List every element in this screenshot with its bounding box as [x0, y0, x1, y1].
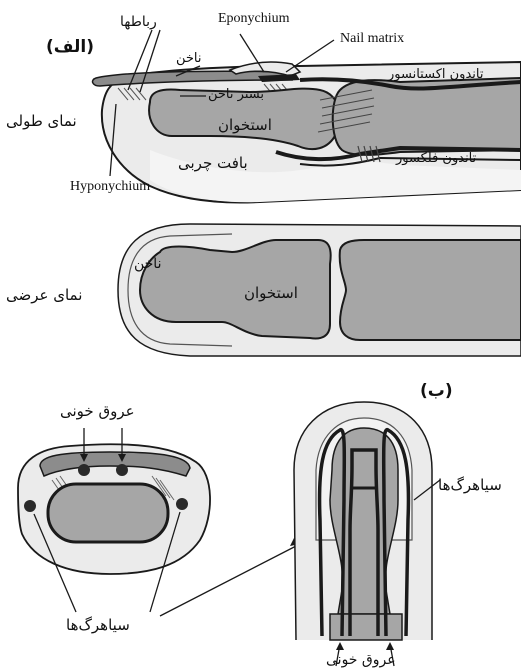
blood-vessels-label-top: عروق خونی — [60, 402, 135, 420]
fat-tissue-label: بافت چربی — [178, 154, 248, 172]
panel-b-title: (ب) — [420, 381, 453, 401]
transverse-nail-label: ناخن — [134, 256, 161, 272]
transverse-view-label: نمای عرضی — [6, 286, 82, 304]
veins-label-left: سیاهرگ‌ها — [66, 616, 130, 634]
veins-label-right: سیاهرگ‌ها — [438, 476, 502, 494]
longitudinal-bone-label: استخوان — [218, 116, 272, 134]
panel-a-title: (الف) — [46, 37, 94, 57]
nail-matrix-label: Nail matrix — [340, 31, 404, 46]
blood-vessels-label-bottom: عروق خونی — [326, 652, 396, 668]
hyponychium-label: Hyponychium — [70, 179, 150, 194]
transverse-bone-label: استخوان — [244, 284, 298, 302]
extensor-tendon-label: تاندون اکستانسور — [387, 67, 484, 82]
vein-left — [24, 500, 36, 512]
eponychium-label: Eponychium — [218, 11, 290, 26]
transverse-view: ناخن استخوان نمای عرضی — [6, 224, 521, 356]
nail-bed-label: بستر ناخن — [208, 87, 264, 102]
flexor-tendon-label: تاندون فلکسور — [395, 151, 477, 166]
blood-vessel-left — [78, 464, 90, 476]
vein-right — [176, 498, 188, 510]
longitudinal-view-label: نمای طولی — [6, 112, 77, 130]
ligaments-label: رباطها — [120, 14, 157, 30]
transverse-middle-phalanx — [340, 240, 521, 340]
cross-section-view: عروق خونی سیاهرگ‌ها — [18, 402, 300, 634]
fingertip-view: (ب) سیاهرگ‌ها عروق خونی — [294, 381, 502, 668]
blood-vessel-right — [116, 464, 128, 476]
nail-label: ناخن — [176, 51, 202, 66]
longitudinal-view: (الف) رباطها Eponychium ناخن Nail matrix… — [6, 11, 521, 202]
cross-section-bone — [48, 484, 168, 542]
